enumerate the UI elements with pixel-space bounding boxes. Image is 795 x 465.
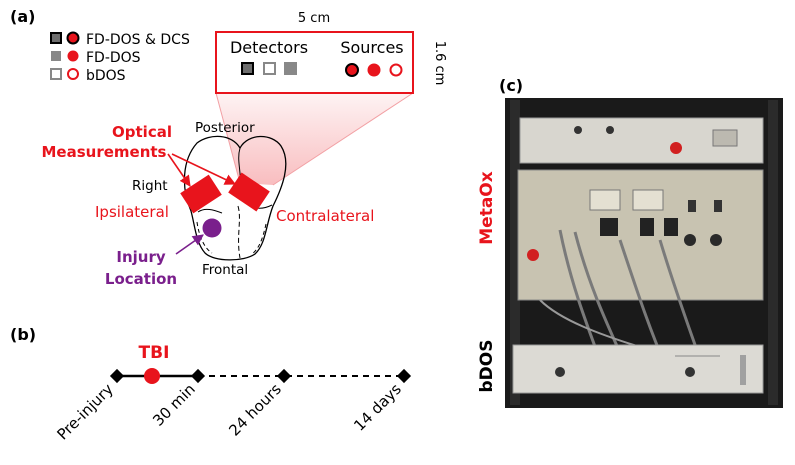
top-unit-port-1 — [574, 126, 582, 134]
posterior-label: Posterior — [195, 120, 255, 136]
bdos-port-2 — [685, 367, 695, 377]
legend-detector-fd-icon — [51, 51, 61, 61]
orbit-line-left — [196, 221, 213, 254]
sagittal-suture-bottom — [237, 205, 241, 259]
metaox-port-3 — [664, 218, 678, 236]
legend-source-fd-icon — [67, 50, 79, 62]
metaox-stop-button — [527, 249, 539, 261]
metaox-knob-1 — [684, 234, 696, 246]
bdos-label: bDOS — [477, 340, 497, 393]
top-unit-port-2 — [606, 126, 614, 134]
metaox-detector-port — [600, 218, 618, 236]
optical-arrow-contralateral — [171, 153, 237, 185]
panel-c-label: (c) — [499, 76, 523, 95]
detector-dcs-icon — [241, 62, 254, 75]
contralateral-label: Contralateral — [276, 207, 374, 225]
bdos-handle — [740, 355, 746, 385]
source-fd-icon — [367, 63, 381, 77]
legend-detector-dcs-icon — [50, 32, 62, 44]
top-unit-stop-button — [670, 142, 682, 154]
timeline-label-30-min: 30 min — [149, 380, 199, 430]
legend-label-bdos: bDOS — [86, 68, 126, 84]
tbi-label: TBI — [139, 343, 170, 363]
probe-zoom-beam — [216, 93, 413, 185]
timepoint-marker-pre-injury — [109, 368, 125, 384]
probe-box: 5 cm 1.6 cm Detectors Sources — [215, 11, 447, 94]
ipsilateral-label: Ipsilateral — [95, 203, 169, 221]
timeline — [109, 368, 412, 384]
timeline-label-pre-injury: Pre-injury — [53, 380, 116, 443]
detector-fd-icon — [284, 62, 297, 75]
probe-width-label: 5 cm — [298, 11, 330, 26]
ipsilateral-patch — [180, 174, 222, 214]
bdos-port-1 — [555, 367, 565, 377]
legend-label-fd-dos-dcs: FD-DOS & DCS — [86, 32, 190, 48]
metaox-port-2 — [640, 218, 654, 236]
legend-source-dcs-icon — [66, 31, 80, 45]
frontal-label: Frontal — [202, 262, 248, 278]
panel-a-label: (a) — [10, 7, 35, 26]
tbi-marker — [144, 368, 160, 384]
injury-marker — [202, 218, 222, 238]
metaox-knob-2 — [710, 234, 722, 246]
top-unit-switch — [712, 129, 738, 147]
metaox-panel-1 — [589, 189, 621, 211]
legend-source-bdos-icon — [67, 68, 79, 80]
rack-rail-right — [768, 100, 778, 405]
timepoint-marker-24-hours — [276, 368, 292, 384]
panel-b-label: (b) — [10, 325, 36, 344]
detectors-label: Detectors — [230, 38, 308, 57]
detector-bdos-icon — [263, 62, 276, 75]
probe-height-label: 1.6 cm — [432, 41, 447, 86]
orbit-line-right — [251, 223, 267, 255]
optical-measurements-label-line1: Optical — [112, 123, 172, 141]
coronal-suture — [197, 204, 273, 214]
metaox-toggle-2 — [714, 200, 722, 212]
legend-detector-bdos-icon — [50, 68, 62, 80]
bdos-unit — [512, 344, 764, 394]
timepoint-marker-30-min — [190, 368, 206, 384]
optical-arrow-ipsilateral — [167, 153, 191, 187]
rack-rail-left — [510, 100, 520, 405]
metaox-panel-2 — [632, 189, 664, 211]
source-dcs-icon — [345, 63, 359, 77]
timepoint-marker-14-days — [396, 368, 412, 384]
timeline-label-14-days: 14 days — [350, 380, 405, 435]
right-label: Right — [132, 178, 168, 194]
fiber-cables — [558, 229, 704, 376]
metaox-toggle-1 — [688, 200, 696, 212]
sources-label: Sources — [340, 38, 403, 57]
probe-zoom-line-right — [272, 92, 414, 186]
metaox-label: MetaOx — [477, 171, 497, 244]
instrument-photo — [505, 98, 783, 408]
injury-arrow — [175, 234, 204, 255]
optical-measurements-label-line2: Measurements — [42, 143, 167, 161]
injury-location-label-line1: Injury — [116, 248, 165, 266]
iss-top-unit — [519, 117, 764, 164]
legend: FD-DOS & DCS FD-DOS bDOS — [50, 31, 190, 84]
skull-outline — [183, 135, 287, 261]
injury-location-label-line2: Location — [105, 270, 177, 288]
source-bdos-icon — [389, 63, 403, 77]
contralateral-patch — [228, 172, 270, 212]
legend-label-fd-dos: FD-DOS — [86, 50, 141, 66]
timeline-label-24-hours: 24 hours — [225, 380, 285, 440]
